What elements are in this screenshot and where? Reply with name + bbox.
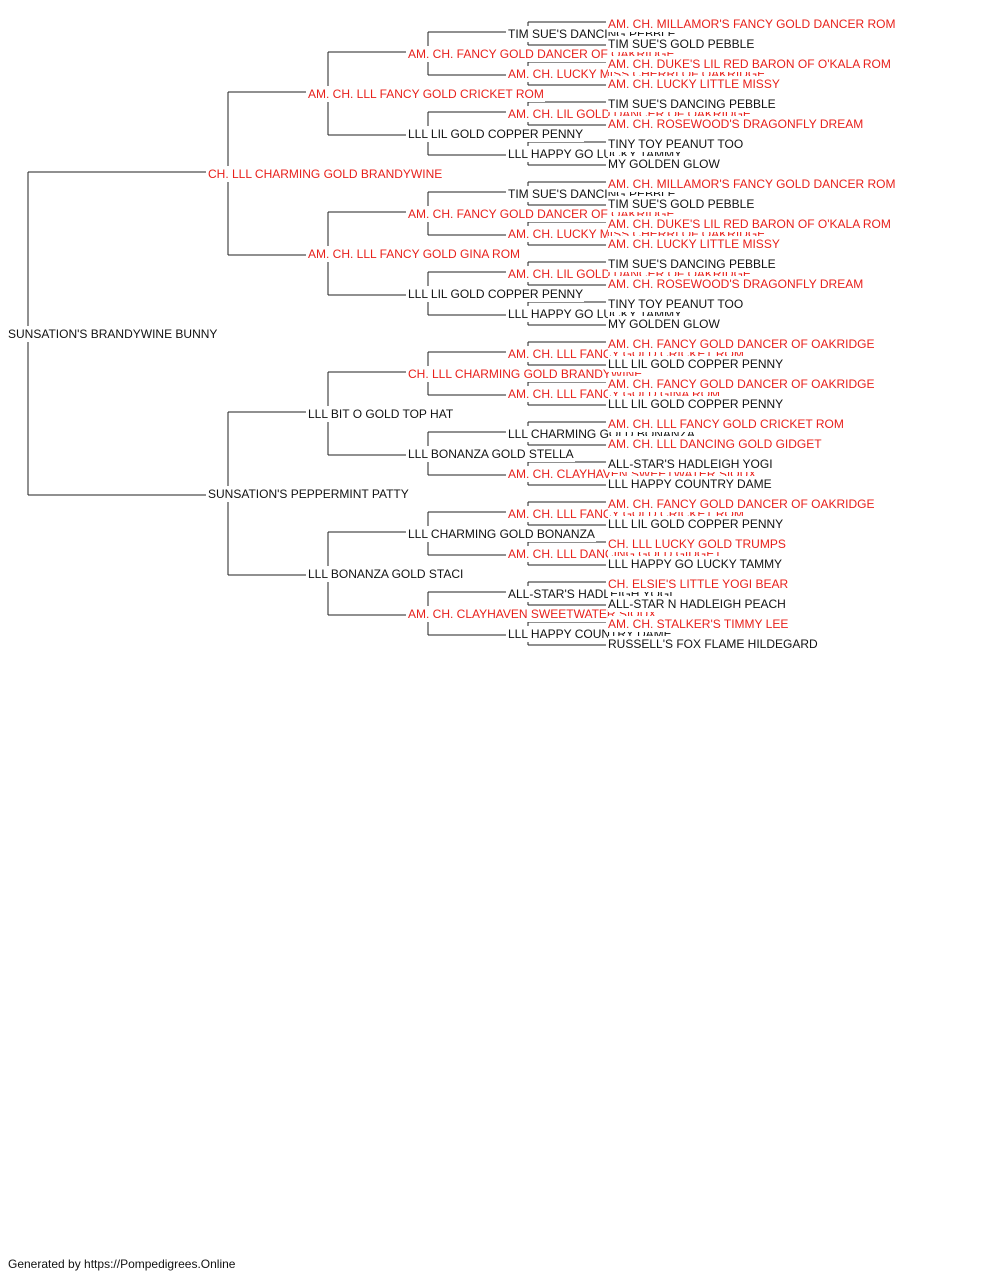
ancestor-name: ALL-STAR'S HADLEIGH YOGI — [608, 456, 774, 472]
ancestor-name: LLL BIT O GOLD TOP HAT — [308, 406, 455, 422]
ancestor-name: TINY TOY PEANUT TOO — [608, 296, 745, 312]
ancestor-name: MY GOLDEN GLOW — [608, 156, 721, 172]
ancestor-name: TIM SUE'S GOLD PEBBLE — [608, 196, 756, 212]
ancestor-name: AM. CH. MILLAMOR'S FANCY GOLD DANCER ROM — [608, 16, 897, 32]
ancestor-name: AM. CH. STALKER'S TIMMY LEE — [608, 616, 790, 632]
ancestor-name: TIM SUE'S DANCING PEBBLE — [608, 96, 777, 112]
ancestor-name: CH. LLL LUCKY GOLD TRUMPS — [608, 536, 787, 552]
ancestor-name: AM. CH. FANCY GOLD DANCER OF OAKRIDGE — [608, 336, 876, 352]
ancestor-name: LLL BONANZA GOLD STACI — [308, 566, 465, 582]
ancestor-name: AM. CH. ROSEWOOD'S DRAGONFLY DREAM — [608, 116, 865, 132]
ancestor-name: AM. CH. CLAYHAVEN SWEETWATER SIOUX — [408, 606, 658, 622]
ancestor-name: LLL CHARMING GOLD BONANZA — [408, 526, 596, 542]
ancestor-name: AM. CH. LLL FANCY GOLD CRICKET ROM — [608, 416, 845, 432]
subject-dog-name: SUNSATION'S BRANDYWINE BUNNY — [8, 326, 219, 342]
ancestor-name: AM. CH. FANCY GOLD DANCER OF OAKRIDGE — [608, 496, 876, 512]
ancestor-name: AM. CH. LLL DANCING GOLD GIDGET — [608, 436, 823, 452]
ancestor-name: LLL HAPPY GO LUCKY TAMMY — [608, 556, 784, 572]
ancestor-name: LLL BONANZA GOLD STELLA — [408, 446, 575, 462]
ancestor-name: CH. LLL CHARMING GOLD BRANDYWINE — [208, 166, 444, 182]
ancestor-name: RUSSELL'S FOX FLAME HILDEGARD — [608, 636, 819, 652]
ancestor-name: AM. CH. LUCKY LITTLE MISSY — [608, 236, 781, 252]
ancestor-name: LLL LIL GOLD COPPER PENNY — [608, 516, 785, 532]
ancestor-name: AM. CH. FANCY GOLD DANCER OF OAKRIDGE — [608, 376, 876, 392]
ancestor-name: LLL LIL GOLD COPPER PENNY — [408, 286, 585, 302]
ancestor-name: SUNSATION'S PEPPERMINT PATTY — [208, 486, 410, 502]
ancestor-name: TIM SUE'S DANCING PEBBLE — [608, 256, 777, 272]
ancestor-name: CH. ELSIE'S LITTLE YOGI BEAR — [608, 576, 790, 592]
ancestor-name: LLL LIL GOLD COPPER PENNY — [608, 356, 785, 372]
generated-by-footer: Generated by https://Pompedigrees.Online — [8, 1257, 236, 1271]
ancestor-name: AM. CH. LUCKY LITTLE MISSY — [608, 76, 781, 92]
ancestor-name: TINY TOY PEANUT TOO — [608, 136, 745, 152]
ancestor-name: LLL LIL GOLD COPPER PENNY — [608, 396, 785, 412]
ancestor-name: AM. CH. DUKE'S LIL RED BARON OF O'KALA R… — [608, 56, 892, 72]
ancestor-name: AM. CH. ROSEWOOD'S DRAGONFLY DREAM — [608, 276, 865, 292]
ancestor-name: AM. CH. MILLAMOR'S FANCY GOLD DANCER ROM — [608, 176, 897, 192]
ancestor-name: TIM SUE'S GOLD PEBBLE — [608, 36, 756, 52]
ancestor-name: AM. CH. DUKE'S LIL RED BARON OF O'KALA R… — [608, 216, 892, 232]
ancestor-name: ALL-STAR N HADLEIGH PEACH — [608, 596, 787, 612]
ancestor-name: AM. CH. LLL FANCY GOLD GINA ROM — [308, 246, 522, 262]
ancestor-name: CH. LLL CHARMING GOLD BRANDYWINE — [408, 366, 644, 382]
ancestor-name: LLL HAPPY COUNTRY DAME — [608, 476, 773, 492]
ancestor-name: MY GOLDEN GLOW — [608, 316, 721, 332]
ancestor-name: AM. CH. LLL FANCY GOLD CRICKET ROM — [308, 86, 545, 102]
ancestor-name: LLL LIL GOLD COPPER PENNY — [408, 126, 585, 142]
